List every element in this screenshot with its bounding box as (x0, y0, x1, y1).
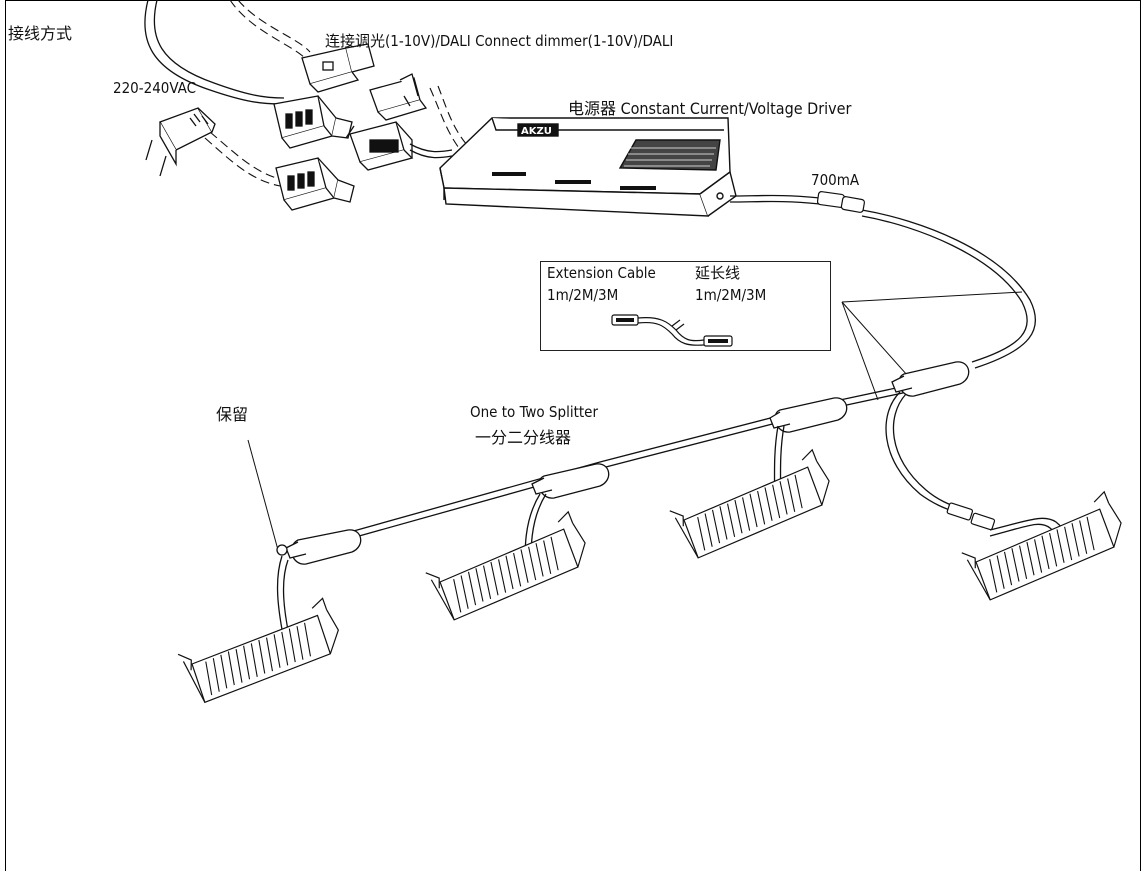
dashed-cables (204, 0, 469, 187)
driver-box (439, 117, 737, 217)
current-label: 700mA (811, 171, 860, 189)
reserved-label: 保留 (216, 405, 249, 424)
downlight-fixture-2 (418, 509, 596, 625)
extension-cable-box (540, 261, 831, 351)
dimmer-connector-icon (301, 43, 428, 121)
downlight-fixture-3 (662, 447, 840, 563)
extension-cable-icon (611, 314, 733, 347)
pointer-lines (247, 291, 1023, 551)
extension-title-cn: 延长线 (695, 264, 741, 282)
driver-brand-logo: AKZU (521, 126, 552, 137)
diagram-frame (5, 0, 1141, 871)
downlight-fixture-4 (954, 489, 1132, 605)
extension-length-cn: 1m/2M/3M (695, 286, 767, 304)
extension-connector-icon (946, 502, 996, 531)
splitter-label-cn: 一分二分线器 (475, 428, 572, 447)
cable-connector-icon (816, 191, 865, 213)
driver-label: 电源器 Constant Current/Voltage Driver (568, 99, 852, 118)
power-plug-icon (145, 107, 216, 177)
page-title: 接线方式 (8, 24, 73, 43)
voltage-label: 220-240VAC (113, 79, 197, 97)
drop-cables (276, 391, 1073, 641)
extension-title-en: Extension Cable (547, 264, 656, 282)
output-cable (729, 194, 1037, 369)
extension-length-en: 1m/2M/3M (547, 286, 619, 304)
splitter-icon (276, 361, 970, 565)
power-cable (144, 0, 285, 105)
dimmer-label: 连接调光(1-10V)/DALI Connect dimmer(1-10V)/D… (325, 32, 674, 50)
downlight-fixture-1 (172, 595, 348, 707)
splitter-label-en: One to Two Splitter (470, 403, 598, 421)
terminal-block-icon (273, 95, 414, 211)
